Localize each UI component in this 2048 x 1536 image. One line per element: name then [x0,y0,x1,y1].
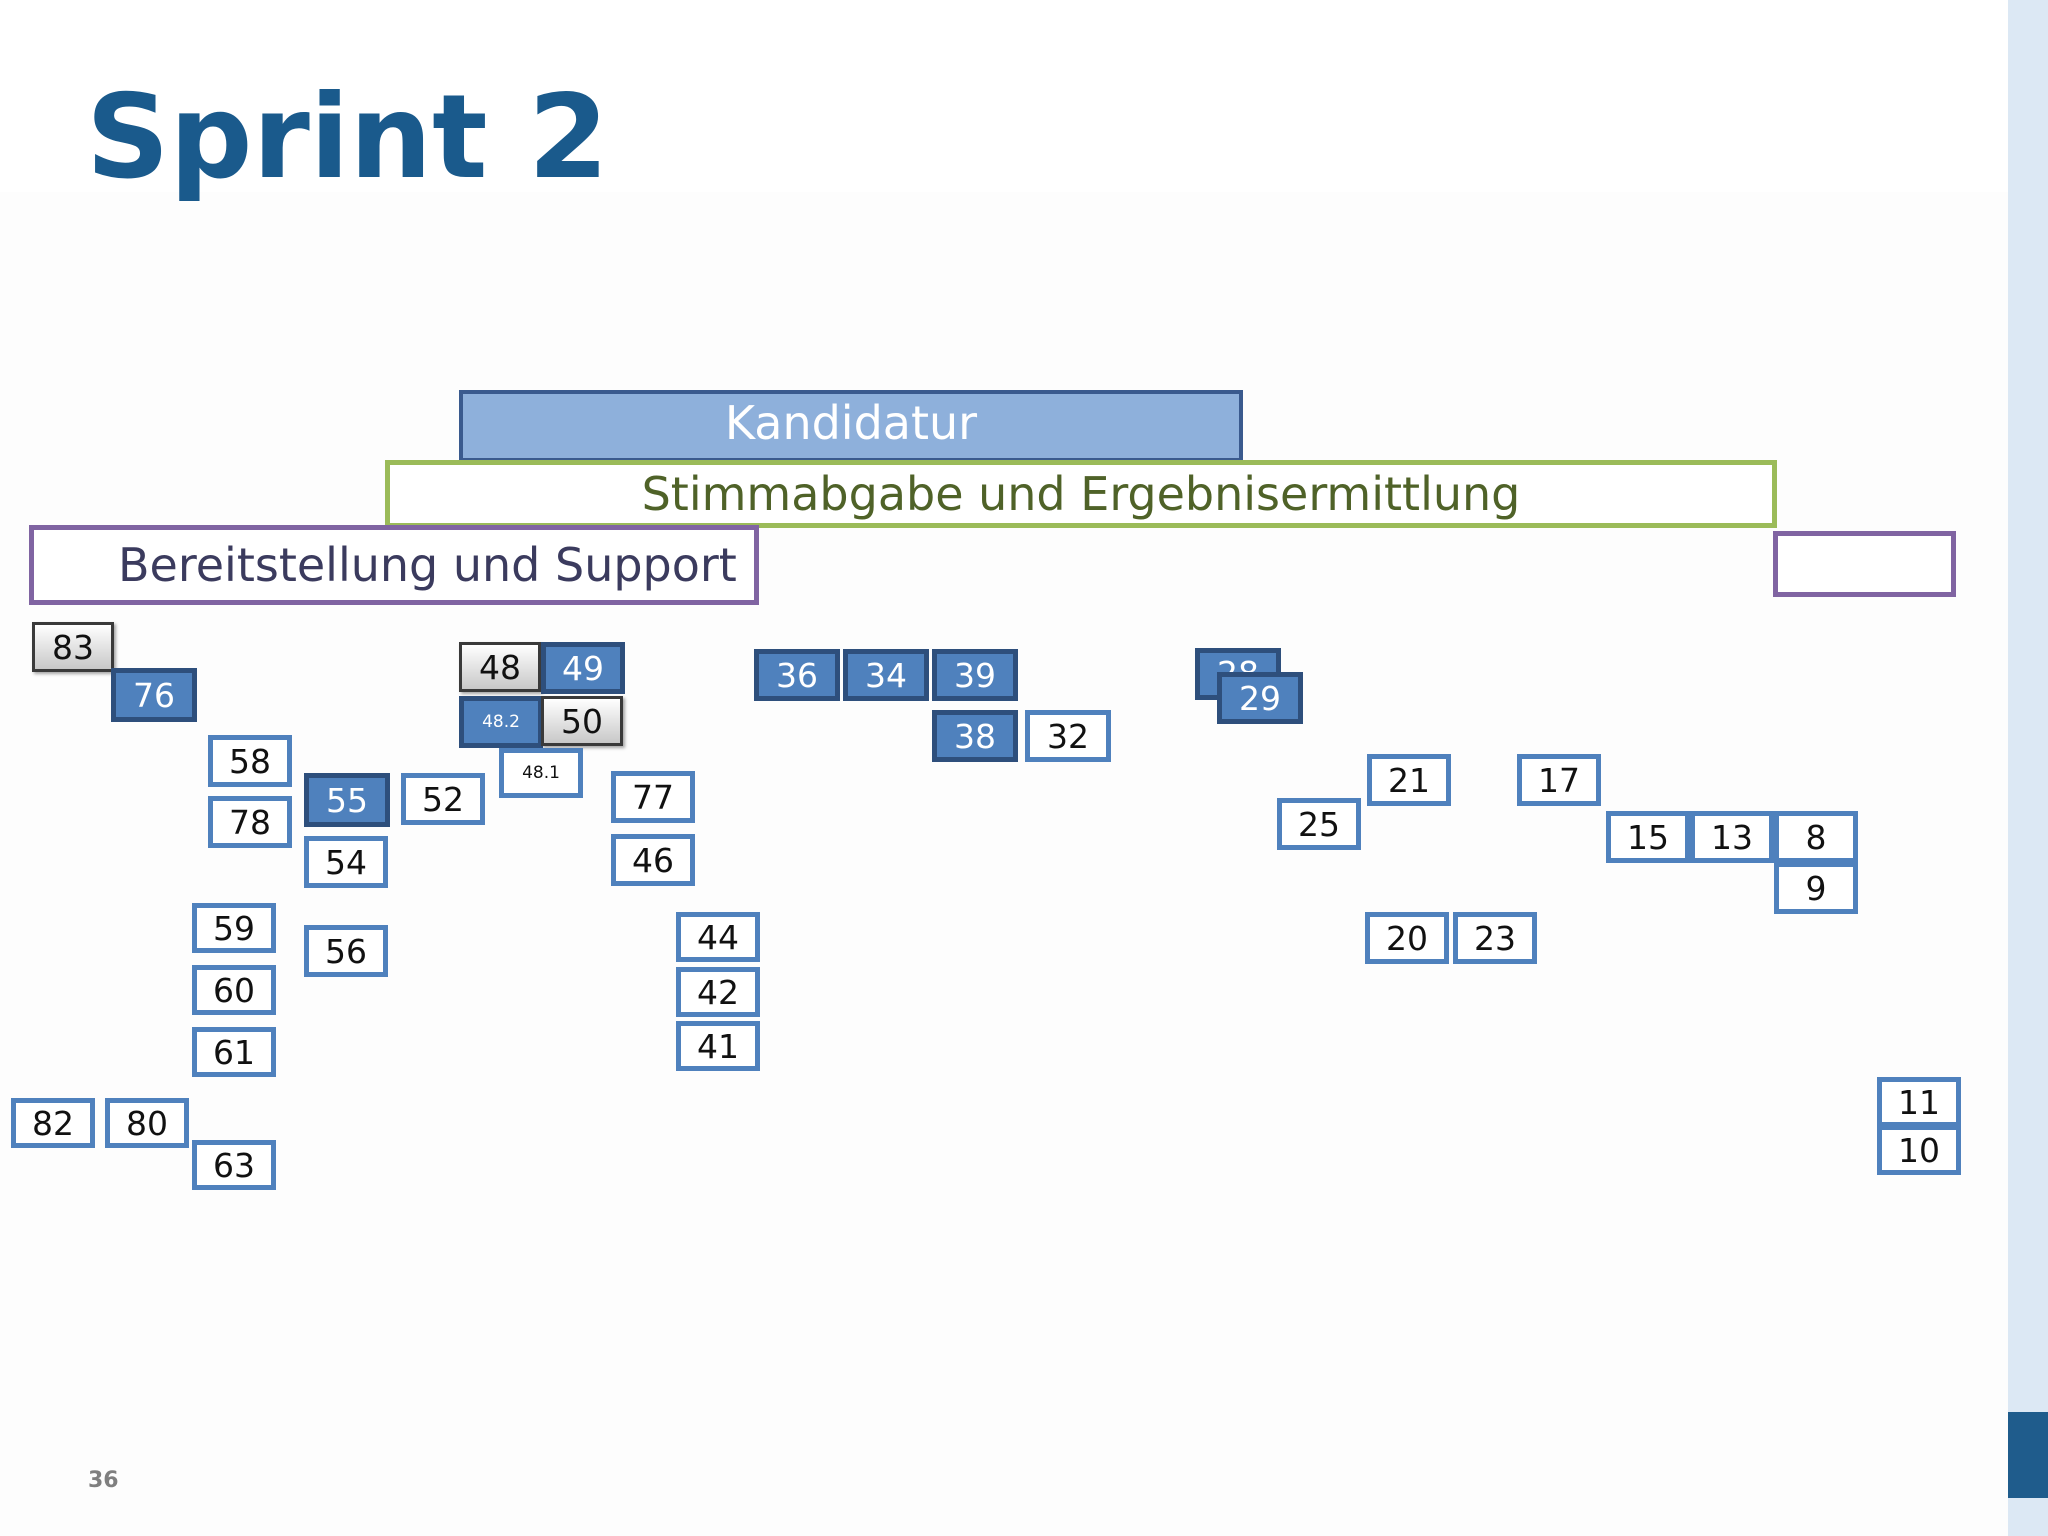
story-card-42: 42 [676,967,760,1017]
story-card-52: 52 [401,773,485,825]
story-card-54: 54 [304,836,388,888]
slide-edge-decoration [2008,0,2048,1536]
story-card-61: 61 [192,1027,276,1077]
story-card-78: 78 [208,796,292,848]
story-card-76: 76 [111,668,197,722]
story-card-50: 50 [541,696,623,746]
story-card-9: 9 [1774,862,1858,914]
slide-edge-accent [2008,1412,2048,1498]
story-card-82: 82 [11,1098,95,1148]
story-card-48-2: 48.2 [459,696,543,748]
story-card-38: 38 [932,710,1018,762]
story-card-48: 48 [459,642,541,692]
story-card-10: 10 [1877,1125,1961,1175]
story-card-49: 49 [541,642,625,694]
story-card-13: 13 [1690,811,1774,863]
story-card-29: 29 [1217,672,1303,724]
story-card-46: 46 [611,834,695,886]
band-support-continuation [1773,531,1956,597]
story-card-15: 15 [1606,811,1690,863]
story-card-23: 23 [1453,912,1537,964]
band-kandidatur: Kandidatur [459,390,1243,462]
story-card-20: 20 [1365,912,1449,964]
story-card-21: 21 [1367,754,1451,806]
slide-title: Sprint 2 [86,70,609,205]
story-card-55: 55 [304,773,390,827]
story-card-56: 56 [304,925,388,977]
story-card-25: 25 [1277,798,1361,850]
story-card-41: 41 [676,1021,760,1071]
band-bereitstellung-support: Bereitstellung und Support [29,525,759,605]
story-card-63: 63 [192,1140,276,1190]
story-card-36: 36 [754,649,840,701]
story-card-39: 39 [932,649,1018,701]
story-card-80: 80 [105,1098,189,1148]
story-card-17: 17 [1517,754,1601,806]
story-card-44: 44 [676,912,760,962]
story-card-77: 77 [611,771,695,823]
story-card-48-1: 48.1 [499,748,583,798]
story-card-83: 83 [32,622,114,672]
story-card-32: 32 [1025,710,1111,762]
story-card-58: 58 [208,735,292,787]
story-card-59: 59 [192,903,276,953]
story-card-11: 11 [1877,1077,1961,1127]
story-card-8: 8 [1774,811,1858,863]
story-card-34: 34 [843,649,929,701]
story-card-60: 60 [192,965,276,1015]
band-stimmabgabe: Stimmabgabe und Ergebnisermittlung [385,460,1777,528]
page-number: 36 [88,1468,119,1493]
